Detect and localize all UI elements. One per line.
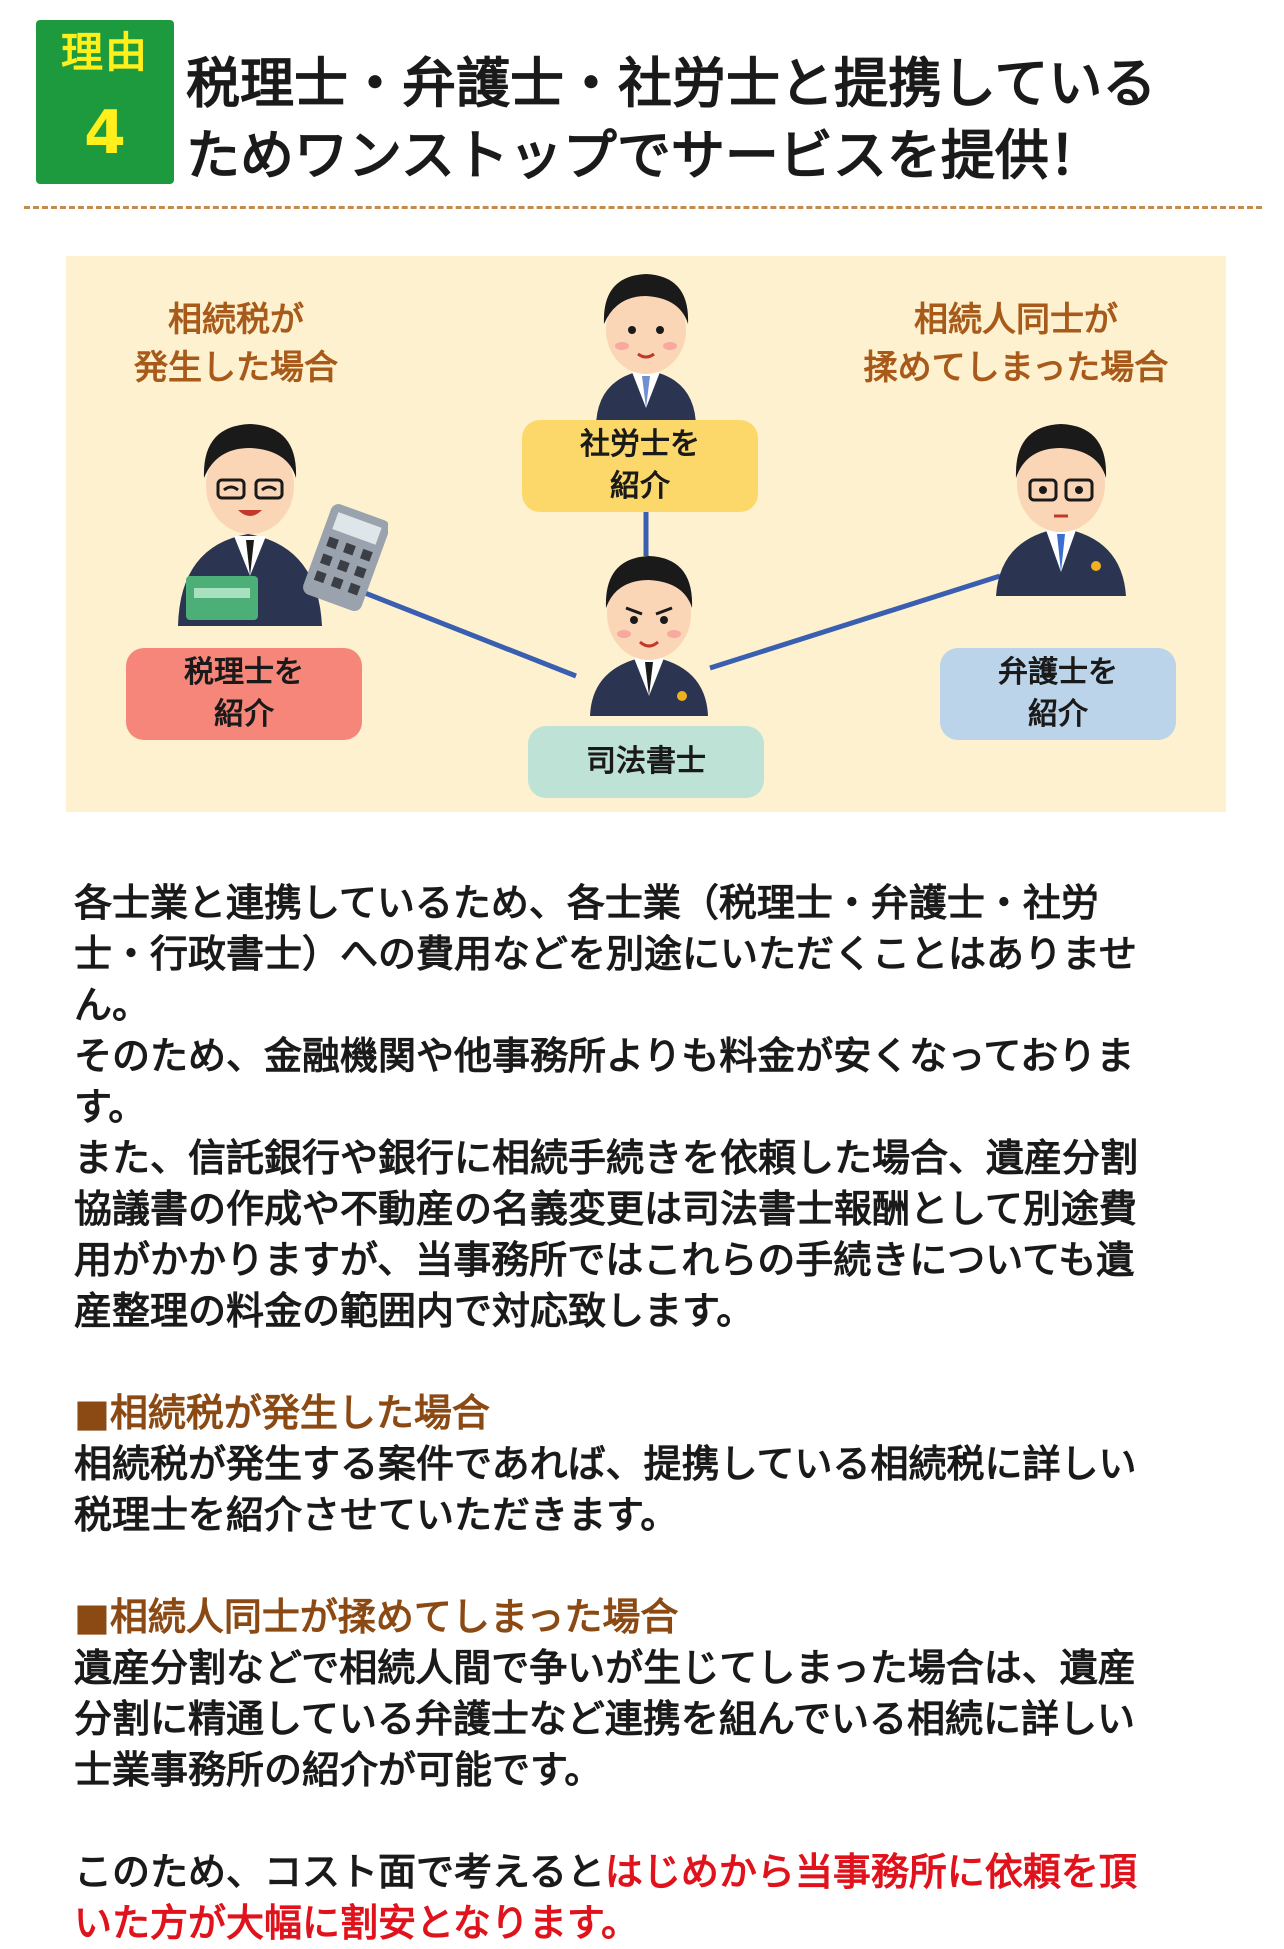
badge-number: 4	[84, 98, 126, 168]
header-divider	[24, 206, 1262, 209]
labor-consultant-illustration	[596, 274, 696, 428]
labor-box-line2: 紹介	[610, 469, 670, 504]
lawyer-box-line1: 弁護士を	[998, 655, 1118, 690]
labor-box-line1: 社労士を	[580, 427, 700, 462]
para-line: す。	[74, 1085, 147, 1129]
reason-badge: 理由 4	[36, 20, 174, 184]
para-line: 士・行政書士）への費用などを別途にいただくことはありませ	[74, 932, 1137, 976]
tax-accountant-illustration	[178, 424, 388, 626]
connector-tax	[331, 577, 577, 679]
closing-line-1: このため、コスト面で考えるとはじめから当事務所に依頼を頂	[74, 1847, 1264, 1898]
tax-accountant-box: 税理士を 紹介	[126, 648, 362, 740]
caption-dispute-line2: 揉めてしまった場合	[863, 348, 1169, 388]
title-line-2: ためワンストップでサービスを提供！	[186, 124, 1103, 187]
explanation-text: 各士業と連携しているため、各士業（税理士・弁護士・社労 士・行政書士）への費用な…	[74, 878, 1264, 1949]
labor-consultant-box: 社労士を 紹介	[522, 420, 758, 512]
para-line: ん。	[74, 983, 151, 1027]
caption-dispute-case: 相続人同士が 揉めてしまった場合	[826, 296, 1206, 392]
caption-tax-line2: 発生した場合	[134, 348, 338, 388]
lawyer-illustration	[996, 424, 1126, 596]
section-line: 士業事務所の紹介が可能です。	[74, 1748, 603, 1792]
lawyer-box: 弁護士を 紹介	[940, 648, 1176, 740]
closing-highlight-1: はじめから当事務所に依頼を頂	[604, 1850, 1137, 1894]
referral-diagram: 相続税が 発生した場合 相続人同士が 揉めてしまった場合	[66, 256, 1226, 812]
section-line: 税理士を紹介させていただきます。	[74, 1493, 679, 1537]
judicial-scrivener-box: 司法書士	[528, 726, 764, 798]
connector-lines	[331, 512, 1001, 679]
para-line: 協議書の作成や不動産の名義変更は司法書士報酬として別途費	[74, 1187, 1137, 1231]
para-line: また、信託銀行や銀行に相続手続きを依頼した場合、遺産分割	[74, 1136, 1139, 1180]
para-line: そのため、金融機関や他事務所よりも料金が安くなっておりま	[74, 1034, 1135, 1078]
caption-dispute-line1: 相続人同士が	[914, 300, 1118, 340]
para-line: 各士業と連携しているため、各士業（税理士・弁護士・社労	[74, 881, 1099, 925]
caption-tax-line1: 相続税が	[168, 300, 304, 340]
lawyer-box-line2: 紹介	[1028, 697, 1088, 732]
para-line: 用がかかりますが、当事務所ではこれらの手続きについても遺	[74, 1238, 1135, 1282]
closing-line-2: いた方が大幅に割安となります。	[74, 1898, 1264, 1949]
closing-highlight-2: いた方が大幅に割安となります。	[74, 1901, 640, 1945]
page-title: 税理士・弁護士・社労士と提携している ためワンストップでサービスを提供！	[186, 48, 1266, 192]
judicial-scrivener-illustration	[590, 556, 708, 716]
section-line: 分割に精通している弁護士など連携を組んでいる相続に詳しい	[74, 1697, 1135, 1741]
tax-box-line1: 税理士を	[184, 655, 304, 690]
badge-label: 理由	[60, 28, 149, 77]
scrivener-box-label: 司法書士	[586, 744, 706, 779]
para-line: 産整理の料金の範囲内で対応致します。	[74, 1289, 755, 1333]
section-line: 遺産分割などで相続人間で争いが生じてしまった場合は、遺産	[74, 1646, 1136, 1690]
section-heading-tax: ■相続税が発生した場合	[74, 1391, 490, 1435]
connector-lawyer	[709, 573, 1001, 671]
caption-tax-case: 相続税が 発生した場合	[106, 296, 366, 392]
tax-box-line2: 紹介	[214, 697, 274, 732]
title-line-1: 税理士・弁護士・社労士と提携している	[186, 52, 1157, 115]
section-heading-dispute: ■相続人同士が揉めてしまった場合	[74, 1595, 679, 1639]
closing-plain: このため、コスト面で考えると	[74, 1850, 605, 1894]
section-line: 相続税が発生する案件であれば、提携している相続税に詳しい	[74, 1442, 1137, 1486]
